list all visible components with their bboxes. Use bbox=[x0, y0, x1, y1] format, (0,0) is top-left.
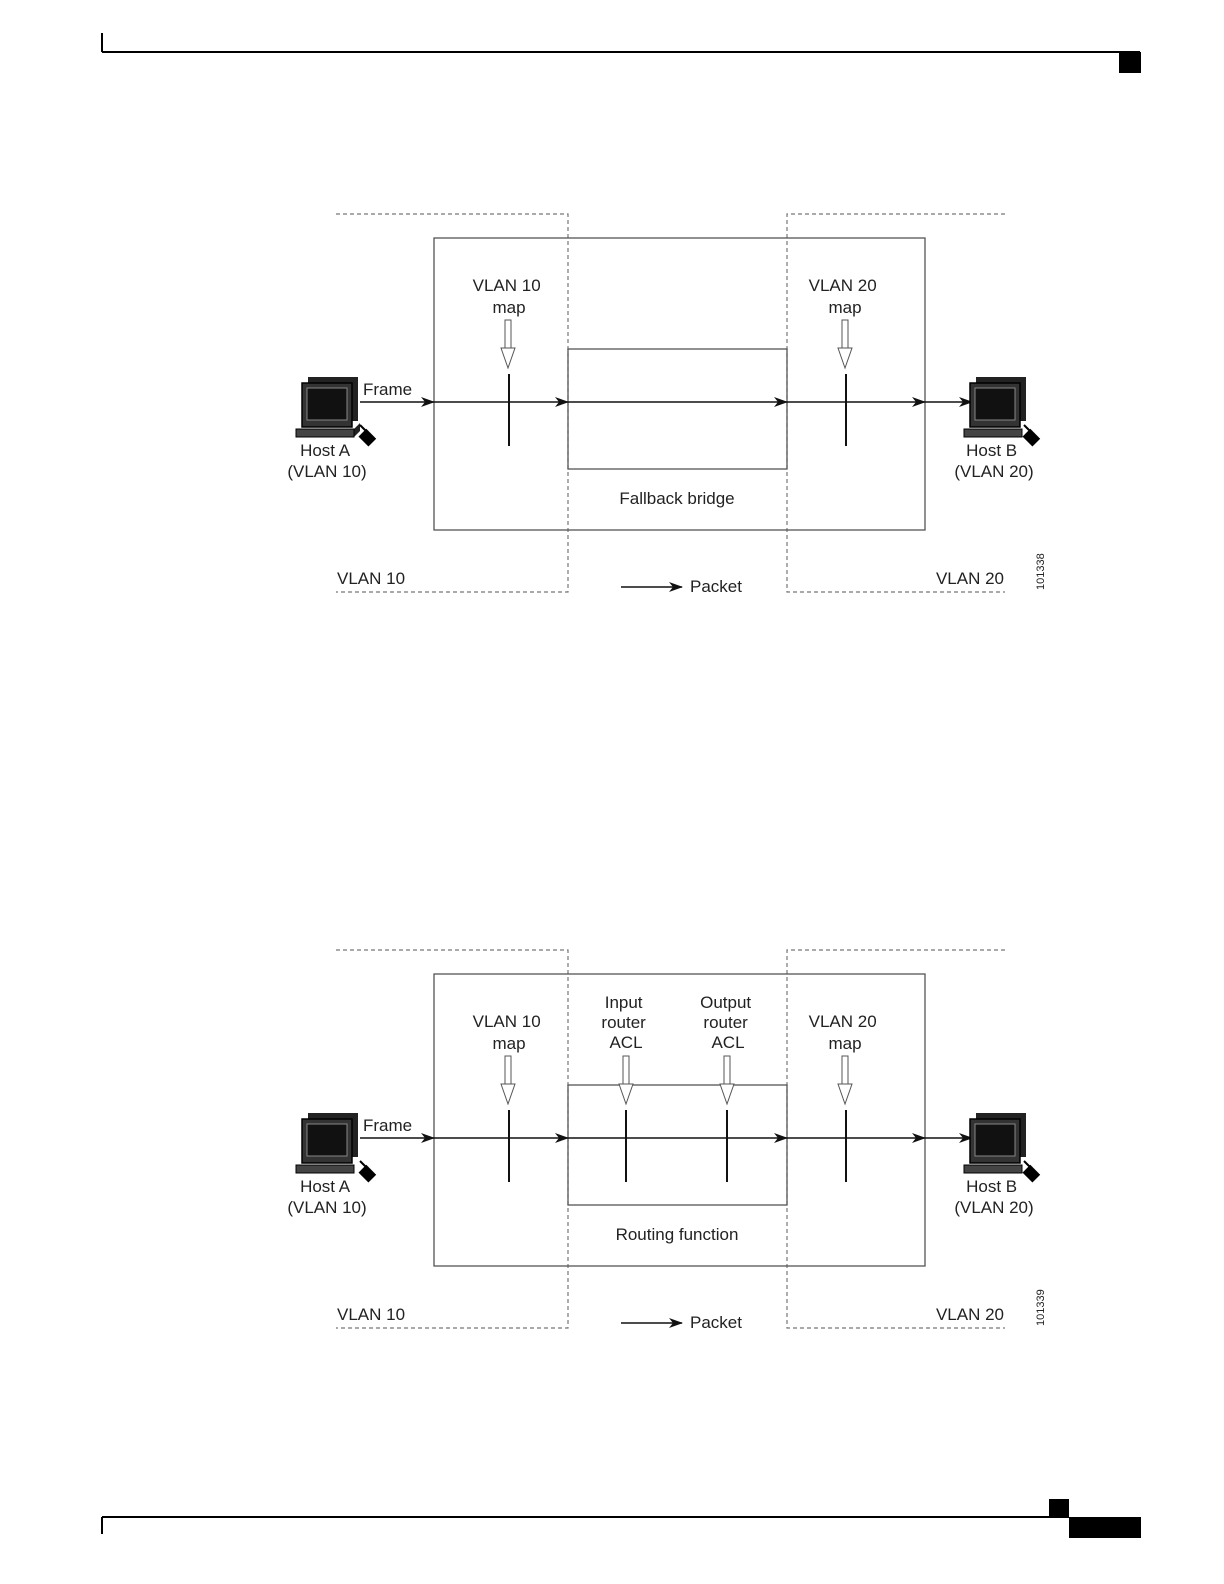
host-b-label: Host B (VLAN 20) bbox=[954, 441, 1033, 481]
input-acl-label-line3: ACL bbox=[609, 1033, 642, 1052]
host-a-label: Host A (VLAN 10) bbox=[287, 1177, 366, 1217]
frame-label: Frame bbox=[363, 380, 412, 399]
fallback-bridge-box bbox=[568, 349, 787, 469]
host-b-label-line1: Host B bbox=[966, 441, 1017, 460]
figure-id-label: 101339 bbox=[1035, 1289, 1047, 1326]
input-router-acl-filter bbox=[619, 1056, 633, 1182]
vlan20-map-label-line1: VLAN 20 bbox=[809, 276, 877, 295]
vlan10-zone-border bbox=[336, 950, 568, 1328]
footer-page-tab bbox=[1069, 1517, 1141, 1538]
host-a-label-line1: Host A bbox=[300, 1177, 351, 1196]
vlan20-map-label: VLAN 20 map bbox=[809, 276, 882, 317]
host-a-label-line2: (VLAN 10) bbox=[287, 462, 366, 481]
vlan10-zone-label: VLAN 10 bbox=[337, 1305, 405, 1324]
host-b-computer-icon bbox=[964, 377, 1040, 446]
host-a-label: Host A (VLAN 10) bbox=[287, 441, 366, 481]
vlan10-map-label: VLAN 10 map bbox=[473, 276, 546, 317]
vlan10-map-label-line1: VLAN 10 bbox=[473, 276, 541, 295]
header-rule bbox=[102, 51, 1140, 53]
vlan10-map-label-line2: map bbox=[492, 298, 525, 317]
vlan20-map-label-line2: map bbox=[828, 1034, 861, 1053]
vlan20-map-label: VLAN 20 map bbox=[809, 1012, 882, 1053]
routing-diagram-svg: Frame Host A (VLAN 10) Host B (VLAN 20) … bbox=[270, 941, 1070, 1351]
host-b-label: Host B (VLAN 20) bbox=[954, 1177, 1033, 1217]
routing-function-label: Routing function bbox=[616, 1225, 739, 1244]
output-acl-label-line1: Output bbox=[700, 993, 751, 1012]
output-acl-label-line2: router bbox=[703, 1013, 748, 1032]
header-left-tick bbox=[101, 33, 103, 52]
vlan20-map-filter bbox=[838, 1056, 852, 1182]
vlan10-map-filter bbox=[501, 1056, 515, 1182]
vlan20-map-filter bbox=[838, 320, 852, 446]
vlan20-zone-label: VLAN 20 bbox=[936, 569, 1004, 588]
vlan10-zone-border bbox=[336, 214, 568, 592]
host-b-label-line2: (VLAN 20) bbox=[954, 1198, 1033, 1217]
output-router-acl-label: Output router ACL bbox=[700, 993, 756, 1052]
fallback-diagram-svg: Frame Host A (VLAN 10) Host B (VLAN 20) … bbox=[270, 205, 1070, 615]
output-router-acl-filter bbox=[720, 1056, 734, 1182]
legend-packet-label: Packet bbox=[690, 577, 742, 596]
vlan10-map-label-line2: map bbox=[492, 1034, 525, 1053]
vlan20-map-label-line2: map bbox=[828, 298, 861, 317]
host-b-label-line2: (VLAN 20) bbox=[954, 462, 1033, 481]
legend-packet-label: Packet bbox=[690, 1313, 742, 1332]
routing-function-diagram: Frame Host A (VLAN 10) Host B (VLAN 20) … bbox=[270, 941, 1070, 1351]
vlan10-map-filter bbox=[501, 320, 515, 446]
vlan10-map-label-line1: VLAN 10 bbox=[473, 1012, 541, 1031]
routing-function-box bbox=[568, 1085, 787, 1205]
footer-left-tick bbox=[101, 1517, 103, 1534]
output-acl-label-line3: ACL bbox=[711, 1033, 744, 1052]
frame-label: Frame bbox=[363, 1116, 412, 1135]
vlan10-map-label: VLAN 10 map bbox=[473, 1012, 546, 1053]
host-a-label-line1: Host A bbox=[300, 441, 351, 460]
fallback-bridge-label: Fallback bridge bbox=[619, 489, 734, 508]
figure-id-label: 101338 bbox=[1035, 553, 1047, 590]
header-corner-block bbox=[1119, 52, 1141, 73]
fallback-bridge-diagram: Frame Host A (VLAN 10) Host B (VLAN 20) … bbox=[270, 205, 1070, 615]
input-router-acl-label: Input router ACL bbox=[601, 993, 650, 1052]
footer-rule bbox=[102, 1516, 1069, 1518]
input-acl-label-line1: Input bbox=[605, 993, 643, 1012]
host-b-label-line1: Host B bbox=[966, 1177, 1017, 1196]
host-b-computer-icon bbox=[964, 1113, 1040, 1182]
vlan20-map-label-line1: VLAN 20 bbox=[809, 1012, 877, 1031]
input-acl-label-line2: router bbox=[601, 1013, 646, 1032]
vlan10-zone-label: VLAN 10 bbox=[337, 569, 405, 588]
host-a-label-line2: (VLAN 10) bbox=[287, 1198, 366, 1217]
footer-small-block bbox=[1049, 1499, 1069, 1517]
vlan20-zone-label: VLAN 20 bbox=[936, 1305, 1004, 1324]
